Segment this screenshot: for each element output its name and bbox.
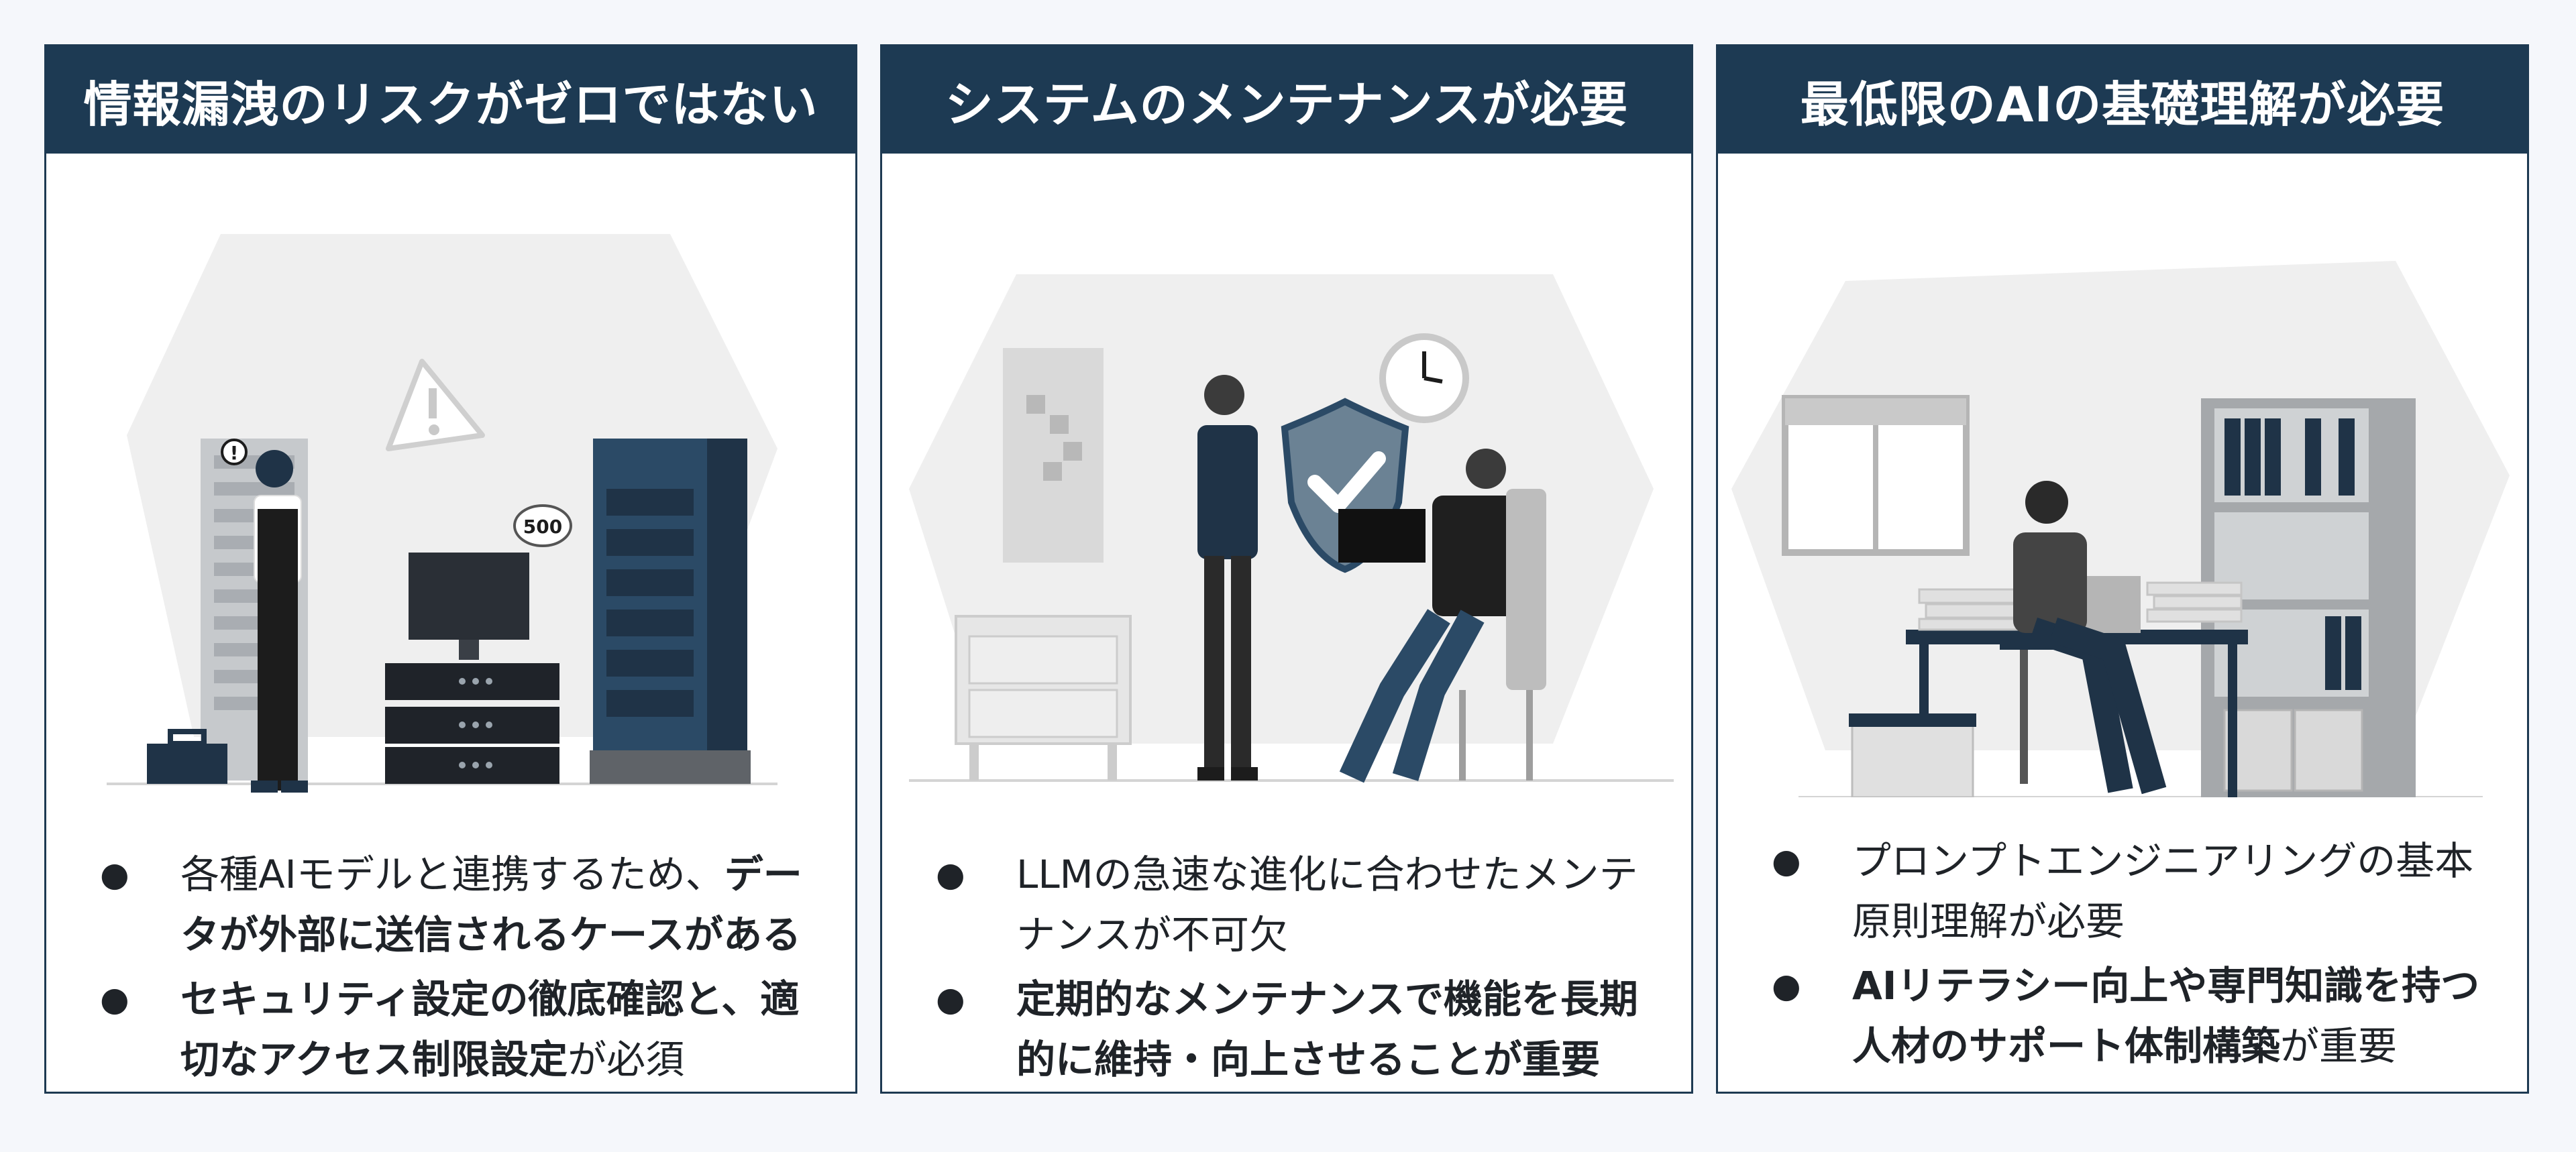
standing-man-figure	[1197, 375, 1258, 781]
security-shield-illustration	[882, 154, 1691, 797]
bullet-item: ● LLMの急速な進化に合わせたメンテナンスが不可欠	[922, 844, 1658, 965]
bullet-item: ● 定期的なメンテナンスで機能を長期的に維持・向上させることが重要	[922, 969, 1658, 1090]
svg-text:!: !	[230, 442, 239, 464]
window-icon	[1782, 395, 1970, 556]
bullet-list: ● LLMの急速な進化に合わせたメンテナンスが不可欠 ● 定期的なメンテナンスで…	[922, 844, 1658, 1094]
card-information-leak: 情報漏洩のリスクがゼロではない	[44, 44, 857, 1094]
bullet-dot: ●	[1772, 966, 1801, 1005]
error-code-bubble: 500	[523, 516, 562, 538]
card-system-maintenance: システムのメンテナンスが必要	[880, 44, 1693, 1094]
card-title: 最低限のAIの基礎理解が必要	[1718, 46, 2527, 154]
bullet-list: ● 各種AIモデルと連携するため、データが外部に送信されるケースがある ● セキ…	[87, 844, 822, 1094]
clock-icon	[1379, 333, 1469, 423]
bullet-dot: ●	[1772, 842, 1801, 880]
warning-icon	[386, 359, 485, 451]
bullet-item: ● セキュリティ設定の徹底確認と、適切なアクセス制限設定が必須	[87, 969, 822, 1090]
office-worker-illustration	[1718, 154, 2527, 797]
bullet-item: ● 各種AIモデルと連携するため、データが外部に送信されるケースがある	[87, 844, 822, 965]
bullet-dot: ●	[100, 855, 129, 894]
bullet-dot: ●	[100, 980, 129, 1019]
card-ai-literacy: 最低限のAIの基礎理解が必要	[1716, 44, 2529, 1094]
bullet-item: ● AIリテラシー向上や専門知識を持つ人材のサポート体制構築が重要	[1758, 956, 2493, 1076]
server-trouble-illustration: ! 500	[46, 154, 855, 797]
sitting-man-laptop-figure	[1338, 449, 1546, 783]
bullet-dot: ●	[936, 980, 965, 1019]
bullet-list: ● プロンプトエンジニアリングの基本原則理解が必要 ● AIリテラシー向上や専門…	[1758, 831, 2493, 1080]
worker-figure: !	[221, 439, 308, 793]
card-title: 情報漏洩のリスクがゼロではない	[46, 46, 855, 154]
bullet-dot: ●	[936, 855, 965, 894]
bullet-item: ● プロンプトエンジニアリングの基本原則理解が必要	[1758, 831, 2493, 952]
card-title: システムのメンテナンスが必要	[882, 46, 1691, 154]
worried-man-figure	[2000, 481, 2167, 795]
